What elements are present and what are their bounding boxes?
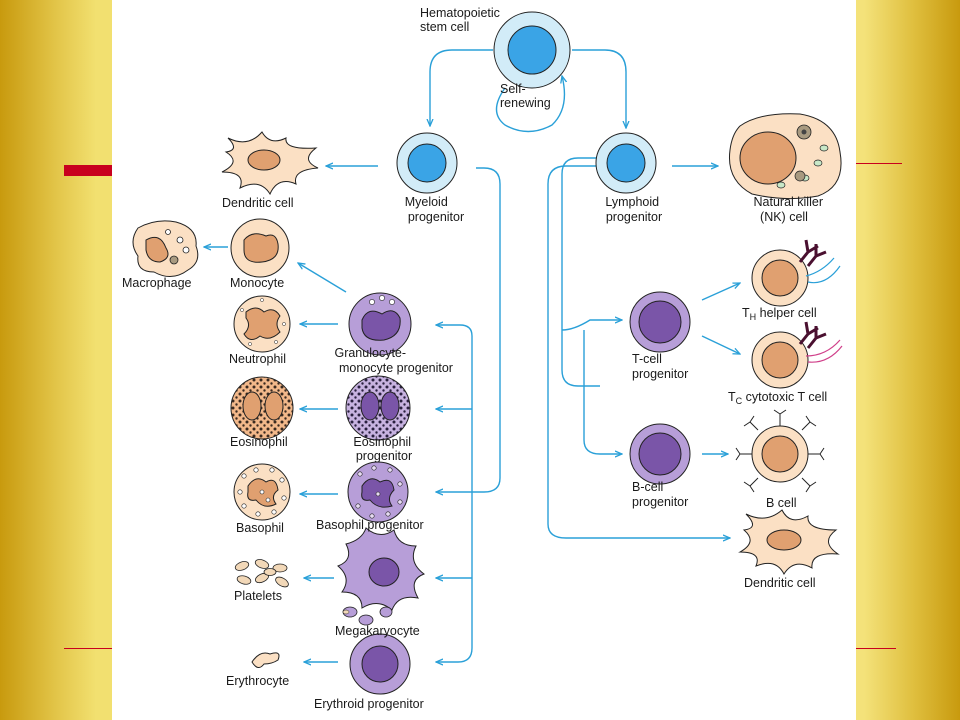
monocyte-label: Monocyte xyxy=(230,276,284,290)
erythrocyte-label: Erythrocyte xyxy=(226,674,289,688)
stem-cell-shape xyxy=(493,11,571,89)
erythroid-progenitor-shape xyxy=(349,633,411,695)
macrophage-label: Macrophage xyxy=(122,276,192,290)
dendritic-cell-right-label: Dendritic cell xyxy=(744,576,816,590)
right-bottom-line xyxy=(856,648,896,649)
b-cell-progenitor-shape xyxy=(629,423,691,485)
b-cell-progenitor-label: B-cell progenitor xyxy=(632,480,688,509)
t-cell-progenitor-shape xyxy=(629,291,691,353)
nk-cell-shape xyxy=(728,113,842,200)
megakaryocyte-shape xyxy=(337,527,426,626)
connector-arrows xyxy=(204,49,740,662)
dendritic-cell-left-shape xyxy=(221,131,319,196)
th-helper-label: TH helper cell xyxy=(742,306,817,322)
gm-progenitor-label: Granulocyte- monocyte progenitor xyxy=(334,346,453,375)
basophil-label: Basophil xyxy=(236,521,284,535)
platelets-shape xyxy=(234,559,289,588)
diagram-panel xyxy=(112,0,856,720)
monocyte-shape xyxy=(230,218,290,278)
myeloid-progenitor-label: Myeloid progenitor xyxy=(405,195,464,224)
left-bottom-line xyxy=(64,648,112,649)
erythrocyte-shape xyxy=(251,652,280,668)
megakaryocyte-label: Megakaryocyte xyxy=(335,624,420,638)
neutrophil-label: Neutrophil xyxy=(229,352,286,366)
b-cell-label: B cell xyxy=(766,496,797,510)
basophil-shape xyxy=(233,463,291,521)
nk-cell-label: Natural killer (NK) cell xyxy=(754,195,827,224)
t-cell-progenitor-label: T-cell progenitor xyxy=(632,352,688,381)
lymphoid-progenitor-shape xyxy=(595,132,657,194)
self-renewing-label: Self- renewing xyxy=(500,82,551,110)
stem-cell-label: Hematopoietic stem cell xyxy=(420,6,503,34)
macrophage-shape xyxy=(132,220,199,277)
neutrophil-shape xyxy=(233,295,291,353)
eosinophil-progenitor-shape xyxy=(345,375,411,441)
tc-cytotoxic-label: TC cytotoxic T cell xyxy=(728,390,827,406)
gm-progenitor-shape xyxy=(348,292,412,356)
dendritic-cell-right-shape xyxy=(738,509,840,576)
lymphoid-progenitor-label: Lymphoid progenitor xyxy=(605,195,662,224)
myeloid-progenitor-shape xyxy=(396,132,458,194)
eosinophil-progenitor-label: Eosinophil progenitor xyxy=(353,435,414,463)
tc-cytotoxic-cell-shape xyxy=(751,321,843,389)
b-cell-shape xyxy=(735,409,825,493)
th-helper-cell-shape xyxy=(751,239,841,307)
platelets-label: Platelets xyxy=(234,589,282,603)
basophil-progenitor-label: Basophil progenitor xyxy=(316,518,424,532)
basophil-progenitor-shape xyxy=(347,461,409,523)
left-accent-bar xyxy=(64,165,114,176)
dendritic-cell-left-label: Dendritic cell xyxy=(222,196,294,210)
eosinophil-shape xyxy=(230,376,294,440)
right-accent-line xyxy=(856,163,902,164)
eosinophil-label: Eosinophil xyxy=(230,435,288,449)
erythroid-progenitor-label: Erythroid progenitor xyxy=(314,697,424,711)
